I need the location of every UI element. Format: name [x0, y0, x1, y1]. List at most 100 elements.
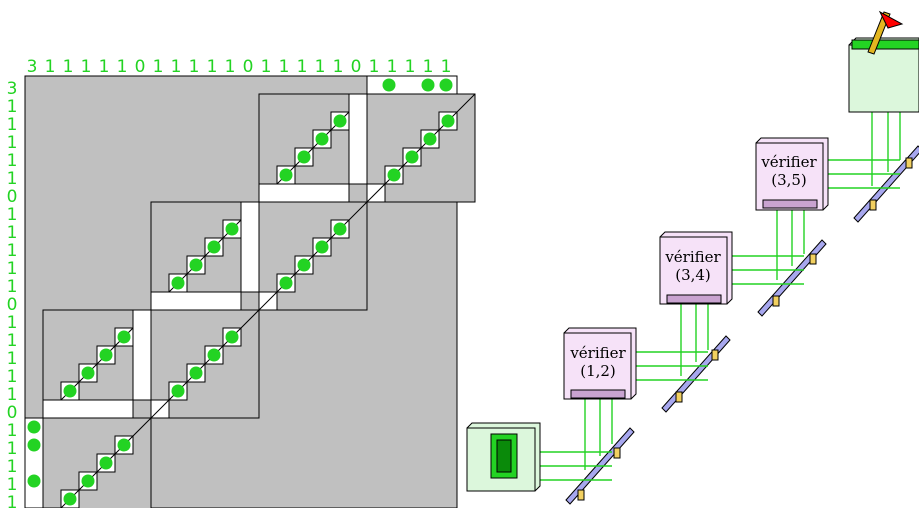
top-bit: 1	[315, 57, 326, 77]
side-bit: 1	[7, 241, 18, 261]
matrix-blocks	[24, 75, 476, 508]
module-label: vérifier	[664, 248, 721, 266]
verifier-chain: vérifier (1,2) vérifier (3,4) vérifier (…	[466, 10, 919, 505]
top-bit: 1	[297, 57, 308, 77]
top-bit: 1	[81, 57, 92, 77]
matrix-block	[366, 93, 476, 203]
side-bit: 1	[7, 331, 18, 351]
side-bit: 1	[7, 259, 18, 279]
side-bit: 1	[7, 313, 18, 333]
selection-dot	[279, 168, 293, 182]
separator-bar	[258, 183, 350, 203]
module-pair: (3,5)	[771, 171, 807, 189]
verifier-module-3: vérifier (3,5)	[755, 137, 829, 211]
selection-dot	[27, 438, 41, 452]
selection-dot	[382, 78, 396, 92]
selection-dot	[99, 348, 113, 362]
selection-dot	[297, 258, 311, 272]
top-bit: 3	[27, 57, 38, 77]
connector-icon	[675, 391, 683, 403]
connector-icon	[905, 157, 913, 169]
separator-bar	[150, 291, 242, 311]
side-bit: 1	[7, 169, 18, 189]
side-bit: 1	[7, 439, 18, 459]
side-bit: 1	[7, 475, 18, 495]
selection-dot	[315, 132, 329, 146]
selection-dot	[117, 330, 131, 344]
flag-icon	[878, 10, 904, 29]
connector-icon	[711, 349, 719, 361]
selection-dot	[387, 168, 401, 182]
connector-icon	[613, 447, 621, 459]
top-bit: 1	[369, 57, 380, 77]
connector-icon	[809, 253, 817, 265]
top-bit: 1	[405, 57, 416, 77]
flag-pole	[867, 11, 891, 55]
side-bit: 1	[7, 457, 18, 477]
selection-dot	[207, 348, 221, 362]
side-bit: 0	[7, 403, 18, 423]
selection-dot	[421, 78, 435, 92]
start-box	[466, 422, 541, 492]
side-bit: 1	[7, 115, 18, 135]
selection-dot	[333, 114, 347, 128]
module-pair: (1,2)	[580, 362, 616, 380]
top-bit: 1	[333, 57, 344, 77]
side-bit: 1	[7, 205, 18, 225]
selection-dot	[405, 150, 419, 164]
top-bit: 1	[63, 57, 74, 77]
top-bit: 0	[351, 57, 362, 77]
selection-dot	[81, 474, 95, 488]
selection-dot	[225, 222, 239, 236]
top-bit: 1	[45, 57, 56, 77]
top-bit: 1	[279, 57, 290, 77]
rail-icon	[853, 145, 919, 223]
module-label: vérifier	[760, 153, 817, 171]
selection-dot	[207, 240, 221, 254]
top-bit: 1	[387, 57, 398, 77]
module-pair: (3,4)	[675, 266, 711, 284]
side-bit: 1	[7, 97, 18, 117]
selection-dot	[63, 384, 77, 398]
matrix-block	[258, 201, 368, 311]
connector-icon	[577, 489, 585, 501]
mailbox-icon	[848, 10, 919, 113]
selection-dot	[63, 492, 77, 506]
selection-dot	[225, 330, 239, 344]
side-bit: 1	[7, 223, 18, 243]
top-bit: 1	[207, 57, 218, 77]
selection-dot	[81, 366, 95, 380]
side-bit: 0	[7, 295, 18, 315]
top-bit: 1	[423, 57, 434, 77]
selection-dot	[27, 474, 41, 488]
top-bit: 1	[117, 57, 128, 77]
side-bit: 1	[7, 385, 18, 405]
selection-dot	[441, 114, 455, 128]
selection-dot	[439, 78, 453, 92]
separator-bar	[132, 309, 152, 401]
selection-dot	[423, 132, 437, 146]
top-bit: 1	[153, 57, 164, 77]
top-bit: 1	[99, 57, 110, 77]
top-bit: 0	[243, 57, 254, 77]
selection-dot	[279, 276, 293, 290]
selection-dot	[27, 420, 41, 434]
selection-dot	[189, 366, 203, 380]
top-bit: 1	[189, 57, 200, 77]
module-label: vérifier	[569, 344, 626, 362]
selection-dot	[171, 384, 185, 398]
connector-icon	[772, 295, 780, 307]
selection-dot	[189, 258, 203, 272]
side-bit: 1	[7, 421, 18, 441]
matrix-block	[42, 417, 152, 508]
wire-bundle	[540, 112, 901, 481]
selection-dot	[99, 456, 113, 470]
side-bit: 1	[7, 349, 18, 369]
separator-bar	[42, 399, 134, 419]
connector-icon	[869, 199, 877, 211]
verifier-module-2: vérifier (3,4)	[659, 231, 733, 305]
